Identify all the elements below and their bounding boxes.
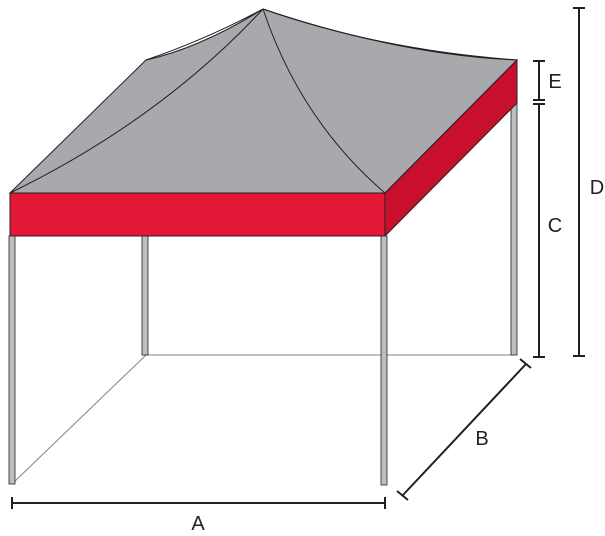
back-left-leg: [141, 235, 149, 356]
dimension-e-label: E: [548, 71, 561, 93]
dimension-b: [396, 358, 532, 501]
dimension-a: [11, 497, 386, 509]
front-right-leg: [380, 235, 388, 486]
dimension-d-label: D: [590, 177, 604, 199]
dimension-a-label: A: [191, 513, 205, 535]
back-right-leg: [510, 99, 518, 356]
dimension-b-label: B: [475, 428, 488, 450]
dimension-d: [573, 7, 585, 357]
front-left-leg: [8, 235, 16, 485]
front-valance: [9, 192, 386, 237]
dimension-c-label: C: [548, 215, 562, 237]
front-legs: [8, 235, 388, 486]
dimension-c: [533, 103, 545, 358]
floor-outline: [12, 354, 514, 484]
dimension-e: [533, 60, 545, 101]
roof-ridges: [9, 8, 518, 194]
